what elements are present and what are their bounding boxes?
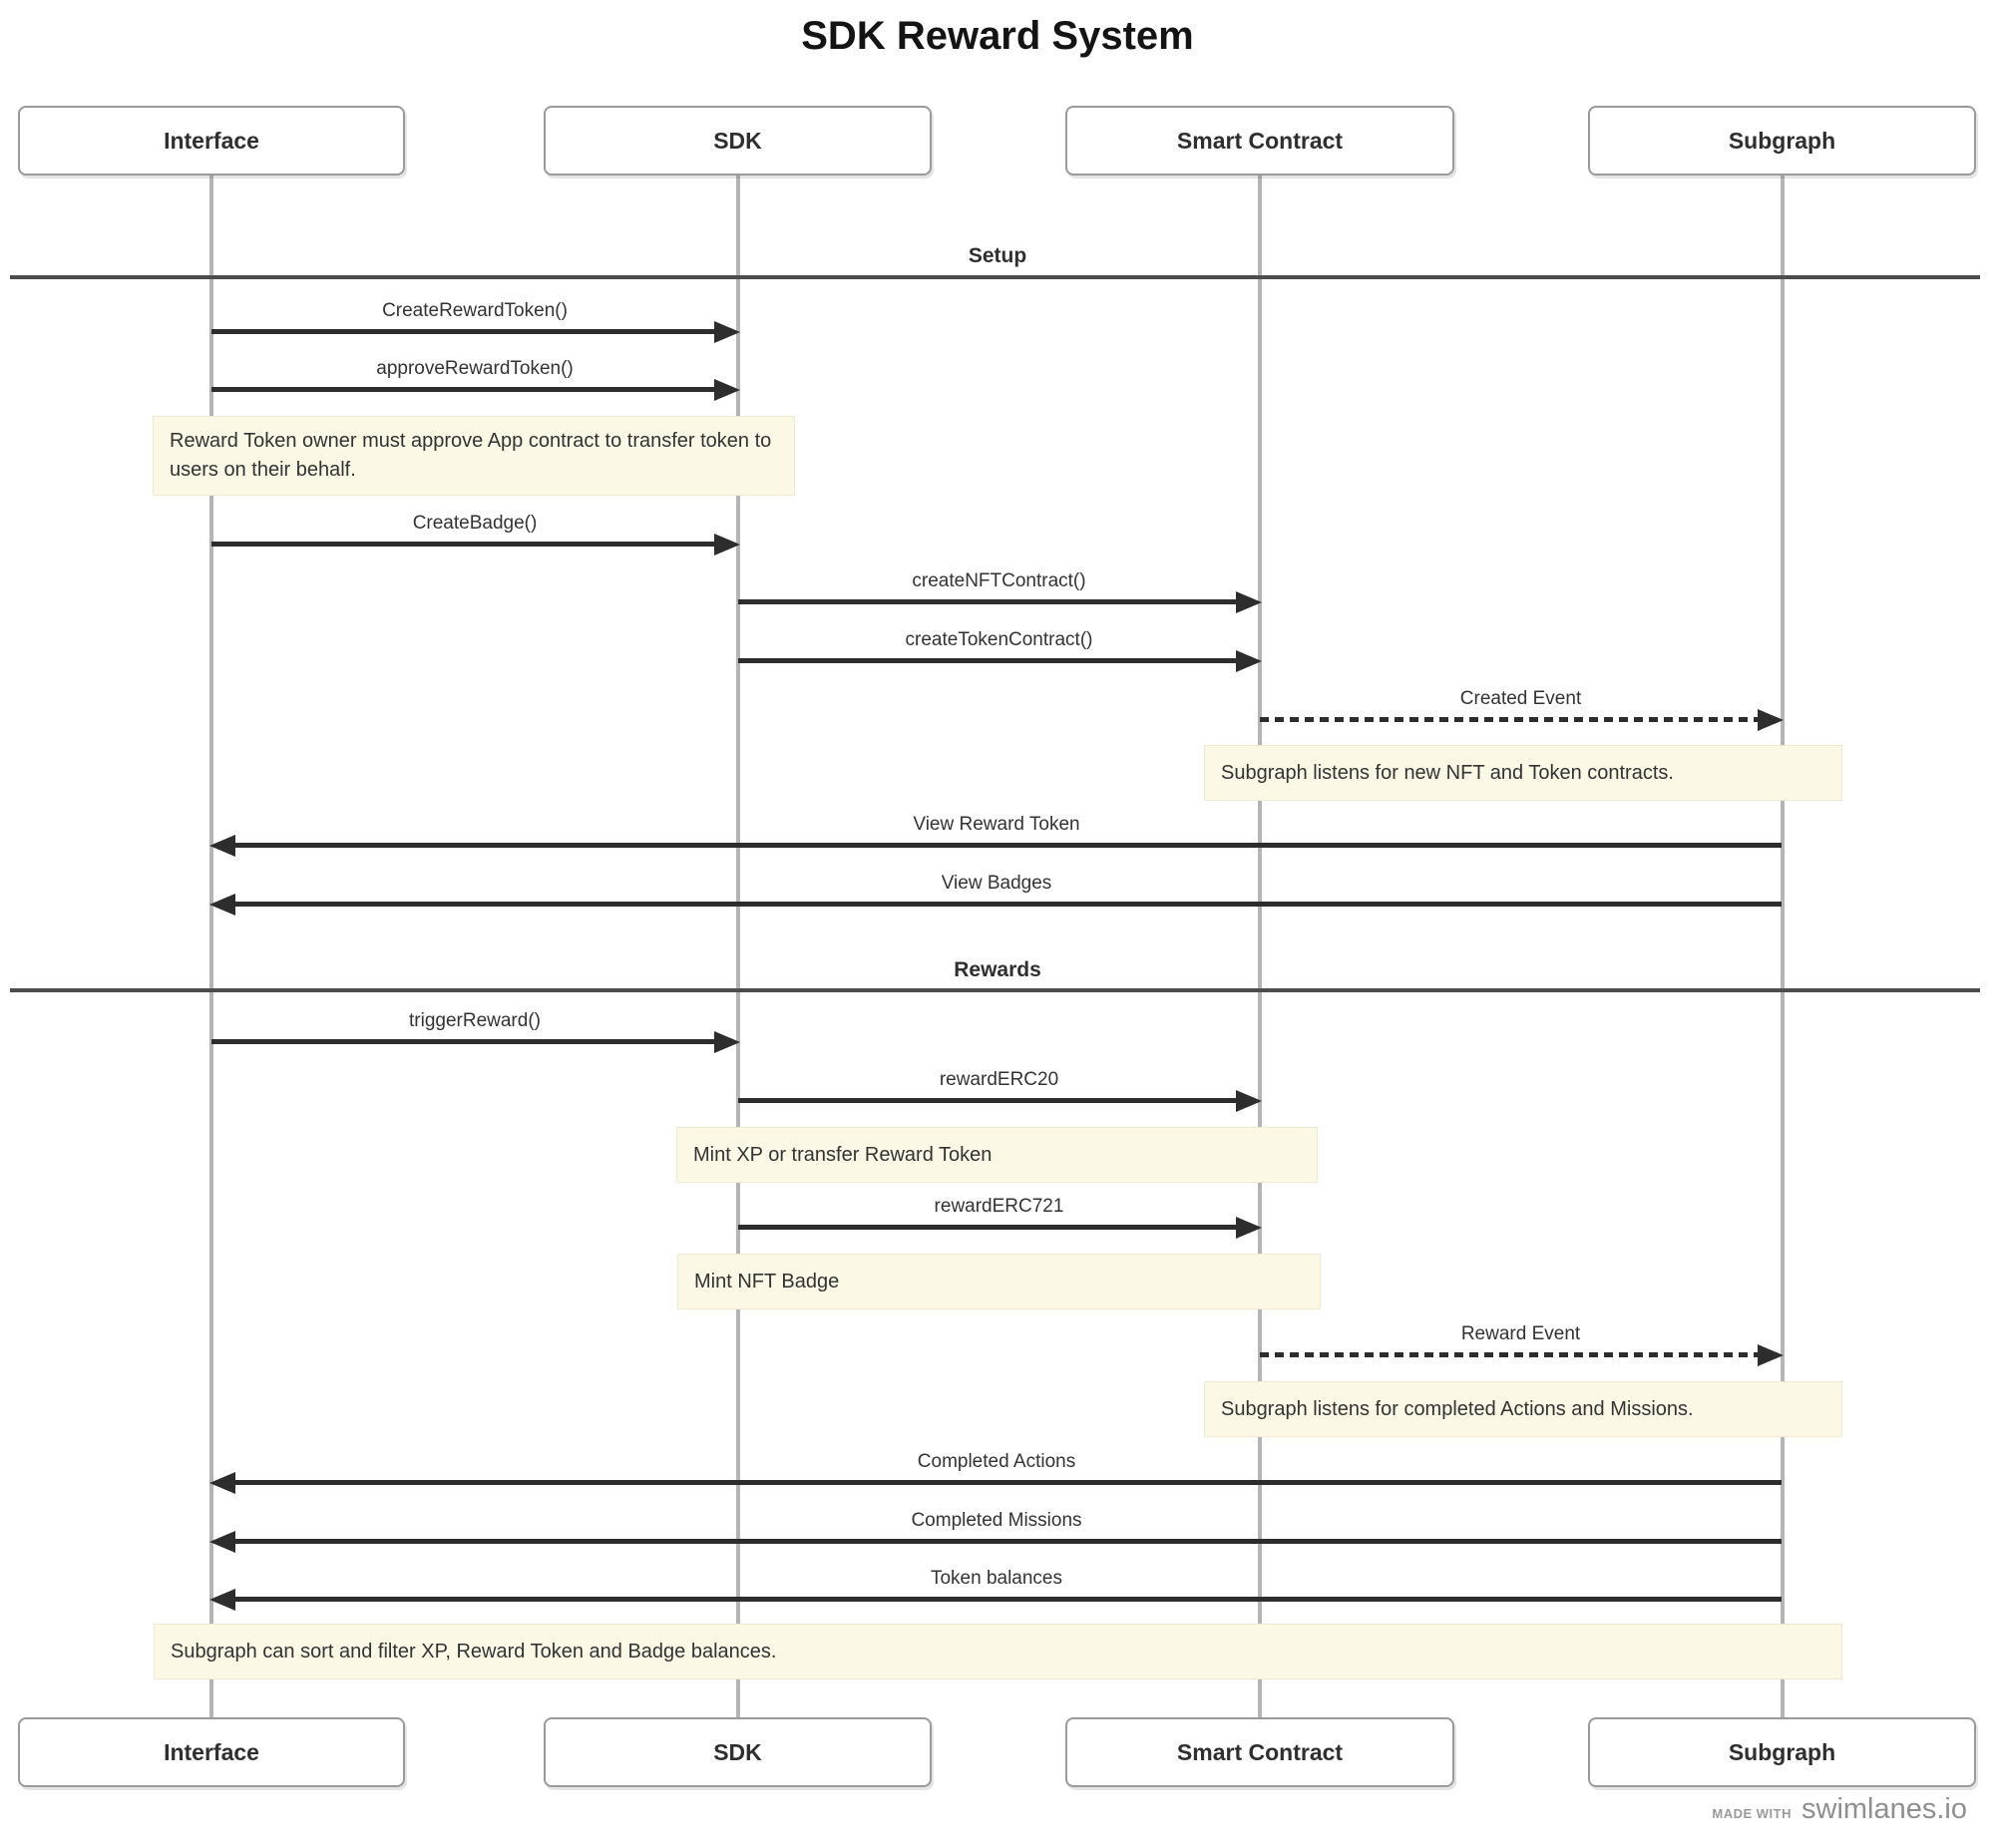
message-label: approveRewardToken() <box>376 358 574 379</box>
arrowhead-right-icon <box>714 379 740 401</box>
section-label-setup: Setup <box>968 244 1027 267</box>
arrowhead-right-icon <box>1758 709 1784 731</box>
note-subgraph-listens-contracts: Subgraph listens for new NFT and Token c… <box>1204 745 1842 801</box>
arrowhead-left-icon <box>209 835 235 857</box>
arrow-line <box>229 1597 1782 1602</box>
actor-header-interface: Interface <box>18 106 405 176</box>
actor-header-subgraph: Subgraph <box>1588 106 1976 176</box>
arrow-line <box>738 1098 1242 1103</box>
section-label-rewards: Rewards <box>954 958 1041 981</box>
message-token-balances: Token balances <box>209 1565 1782 1611</box>
arrow-line <box>229 1539 1782 1544</box>
message-create-nft-contract: createNFTContract() <box>738 567 1262 613</box>
message-label: createTokenContract() <box>905 629 1093 650</box>
message-label: Reward Event <box>1460 1323 1581 1344</box>
arrowhead-right-icon <box>1236 1217 1262 1239</box>
arrow-line <box>229 843 1782 848</box>
actor-header-smart-contract: Smart Contract <box>1065 106 1454 176</box>
diagram-title: SDK Reward System <box>801 14 1194 58</box>
arrow-line <box>738 658 1242 663</box>
arrowhead-right-icon <box>1236 650 1262 672</box>
message-reward-erc20: rewardERC20 <box>738 1066 1262 1112</box>
arrow-line <box>211 387 720 392</box>
message-reward-event: Reward Event <box>1260 1320 1784 1366</box>
message-view-reward-token: View Reward Token <box>209 811 1782 857</box>
message-reward-erc721: rewardERC721 <box>738 1193 1262 1239</box>
message-label: rewardERC721 <box>934 1196 1064 1217</box>
note-subgraph-listens-actions: Subgraph listens for completed Actions a… <box>1204 1381 1842 1437</box>
arrowhead-right-icon <box>1236 591 1262 613</box>
message-label: View Reward Token <box>913 814 1080 835</box>
message-create-badge: CreateBadge() <box>211 510 740 555</box>
note-subgraph-sort-filter: Subgraph can sort and filter XP, Reward … <box>154 1624 1842 1679</box>
lifeline-interface <box>209 176 213 1717</box>
arrowhead-right-icon <box>714 534 740 555</box>
actor-footer-interface: Interface <box>18 1717 405 1787</box>
message-label: View Badges <box>941 873 1052 894</box>
credit-made-with: MADE WITH <box>1712 1806 1792 1821</box>
arrowhead-right-icon <box>1758 1344 1784 1366</box>
arrowhead-left-icon <box>209 1589 235 1611</box>
arrowhead-right-icon <box>1236 1090 1262 1112</box>
actor-footer-subgraph: Subgraph <box>1588 1717 1976 1787</box>
note-approve-reward-token: Reward Token owner must approve App cont… <box>153 416 795 496</box>
arrowhead-left-icon <box>209 1472 235 1494</box>
message-view-badges: View Badges <box>209 870 1782 916</box>
arrow-line <box>738 1225 1242 1230</box>
message-label: triggerReward() <box>409 1010 541 1031</box>
message-create-token-contract: createTokenContract() <box>738 626 1262 672</box>
arrow-line <box>211 1039 720 1044</box>
message-completed-missions: Completed Missions <box>209 1507 1782 1553</box>
arrow-line-dashed <box>1260 1352 1764 1357</box>
arrow-line-dashed <box>1260 717 1764 722</box>
lifeline-sdk <box>736 176 740 1717</box>
message-label: Token balances <box>930 1568 1063 1589</box>
credit-brand[interactable]: swimlanes.io <box>1801 1793 1967 1825</box>
lifeline-subgraph <box>1781 176 1785 1717</box>
actor-header-sdk: SDK <box>544 106 932 176</box>
message-label: CreateRewardToken() <box>382 300 568 321</box>
lifeline-smart-contract <box>1258 176 1262 1717</box>
note-mint-xp: Mint XP or transfer Reward Token <box>676 1127 1318 1183</box>
message-created-event: Created Event <box>1260 685 1784 731</box>
message-label: CreateBadge() <box>412 513 538 534</box>
section-divider-rewards <box>10 988 1980 992</box>
arrow-line <box>229 902 1782 907</box>
actor-footer-sdk: SDK <box>544 1717 932 1787</box>
arrowhead-right-icon <box>714 321 740 343</box>
message-label: createNFTContract() <box>912 570 1086 591</box>
actor-footer-smart-contract: Smart Contract <box>1065 1717 1454 1787</box>
arrow-line <box>738 599 1242 604</box>
message-completed-actions: Completed Actions <box>209 1448 1782 1494</box>
arrowhead-left-icon <box>209 1531 235 1553</box>
arrowhead-left-icon <box>209 894 235 916</box>
arrow-line <box>229 1480 1782 1485</box>
arrowhead-right-icon <box>714 1031 740 1053</box>
message-label: Completed Missions <box>911 1510 1082 1531</box>
arrow-line <box>211 329 720 334</box>
message-approve-reward-token: approveRewardToken() <box>211 355 740 401</box>
message-label: rewardERC20 <box>939 1069 1059 1090</box>
arrow-line <box>211 542 720 547</box>
credit: MADE WITH swimlanes.io <box>1712 1793 1967 1826</box>
message-create-reward-token: CreateRewardToken() <box>211 297 740 343</box>
message-label: Created Event <box>1459 688 1582 709</box>
message-trigger-reward: triggerReward() <box>211 1007 740 1053</box>
note-mint-nft-badge: Mint NFT Badge <box>677 1254 1321 1309</box>
section-divider-setup <box>10 275 1980 279</box>
message-label: Completed Actions <box>917 1451 1076 1472</box>
